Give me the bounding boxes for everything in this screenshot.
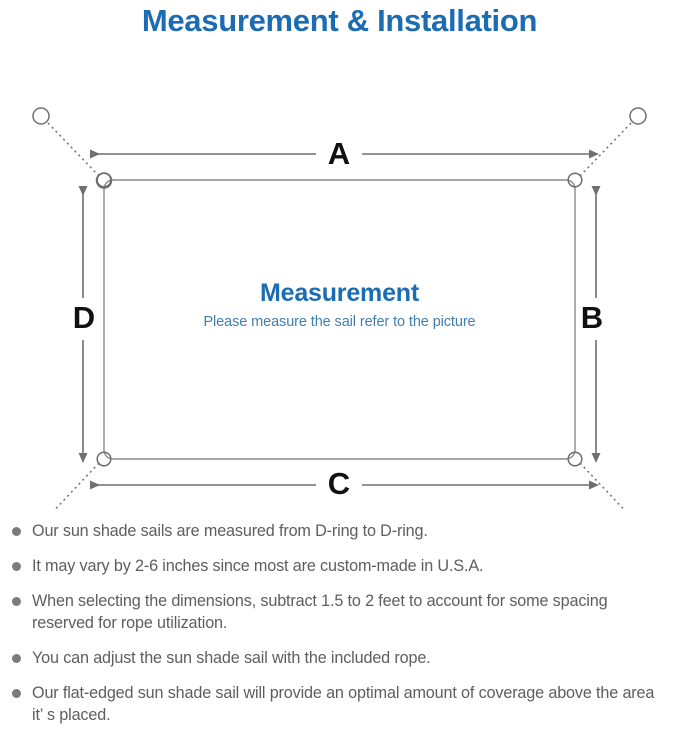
bullet-icon xyxy=(12,597,21,606)
list-item: It may vary by 2-6 inches since most are… xyxy=(12,555,665,577)
diagram-svg xyxy=(32,107,647,510)
page-title: Measurement & Installation xyxy=(141,3,538,38)
sail-center-title: Measurement xyxy=(260,279,419,307)
note-text: Our flat-edged sun shade sail will provi… xyxy=(32,684,655,724)
anchor-point-top-left xyxy=(32,107,50,125)
rope-top-left xyxy=(46,121,100,177)
bullet-icon xyxy=(12,562,21,571)
sail-center-subtitle: Please measure the sail refer to the pic… xyxy=(203,314,476,330)
note-text: When selecting the dimensions, subtract … xyxy=(32,592,608,632)
sail-center-label: Measurement Please measure the sail refe… xyxy=(0,278,679,333)
rope-bottom-right xyxy=(579,462,626,510)
rope-top-right xyxy=(579,121,633,177)
rope-bottom-left xyxy=(53,462,100,510)
list-item: When selecting the dimensions, subtract … xyxy=(12,590,665,634)
d-ring-loop-top-right xyxy=(567,172,583,188)
sail-body xyxy=(103,179,576,460)
note-text: You can adjust the sun shade sail with t… xyxy=(32,649,431,667)
dimension-label-b: B xyxy=(580,300,604,335)
dimension-label-d: D xyxy=(72,300,96,335)
dimension-label-c: C xyxy=(327,466,351,501)
measurement-diagram: A B C D Measurement Please measure the s… xyxy=(0,40,679,510)
list-item: You can adjust the sun shade sail with t… xyxy=(12,647,665,669)
bullet-icon xyxy=(12,654,21,663)
notes-list: Our sun shade sails are measured from D-… xyxy=(0,520,679,739)
d-ring-loop-top-left xyxy=(96,172,112,188)
d-ring-loop-bottom-left xyxy=(96,451,112,467)
list-item: Our flat-edged sun shade sail will provi… xyxy=(12,682,665,726)
dimension-label-a: A xyxy=(327,136,351,171)
bullet-icon xyxy=(12,689,21,698)
anchor-point-top-right xyxy=(629,107,647,125)
bullet-icon xyxy=(12,527,21,536)
list-item: Our sun shade sails are measured from D-… xyxy=(12,520,665,542)
note-text: It may vary by 2-6 inches since most are… xyxy=(32,557,484,575)
note-text: Our sun shade sails are measured from D-… xyxy=(32,522,428,540)
d-ring-loop-bottom-right xyxy=(567,451,583,467)
